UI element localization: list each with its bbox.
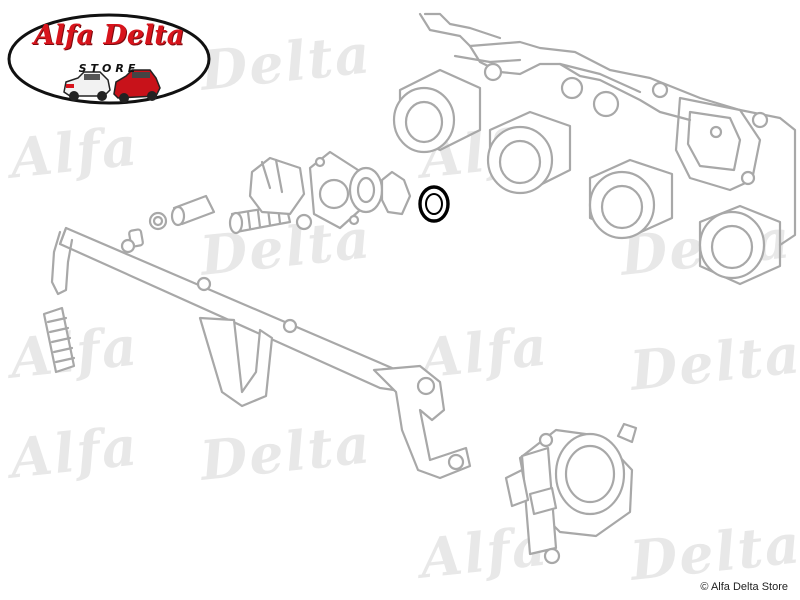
logo-subtitle: STORE	[78, 62, 140, 75]
manifold-bolt	[651, 81, 669, 99]
copyright-notice: © Alfa Delta Store	[700, 581, 788, 593]
rail-bracket	[198, 316, 274, 408]
intake-manifold	[418, 12, 797, 247]
manifold-flange	[674, 96, 762, 192]
manifold-bolt	[740, 170, 756, 186]
intake-runners	[392, 68, 782, 286]
manifold-bolt	[751, 111, 769, 129]
logo-badge	[7, 13, 211, 105]
exploded-hardware	[128, 150, 450, 248]
car-red-icon	[113, 69, 161, 103]
manifold-bolt	[560, 76, 584, 100]
fuel-rail	[42, 226, 472, 480]
mounting-bracket	[372, 364, 472, 480]
rail-stud	[120, 238, 136, 254]
car-white-icon	[63, 71, 111, 101]
pressure-regulator	[504, 422, 638, 565]
store-logo[interactable]: Alfa Delta STORE	[6, 10, 212, 108]
manifold-bolt	[483, 62, 503, 82]
washer	[295, 213, 313, 231]
manifold-bolt	[709, 125, 723, 139]
circlip	[380, 170, 412, 216]
rail-stud	[196, 276, 212, 292]
logo-title: Alfa Delta	[33, 20, 185, 51]
manifold-bolt	[592, 90, 620, 118]
rail-stud	[282, 318, 298, 334]
